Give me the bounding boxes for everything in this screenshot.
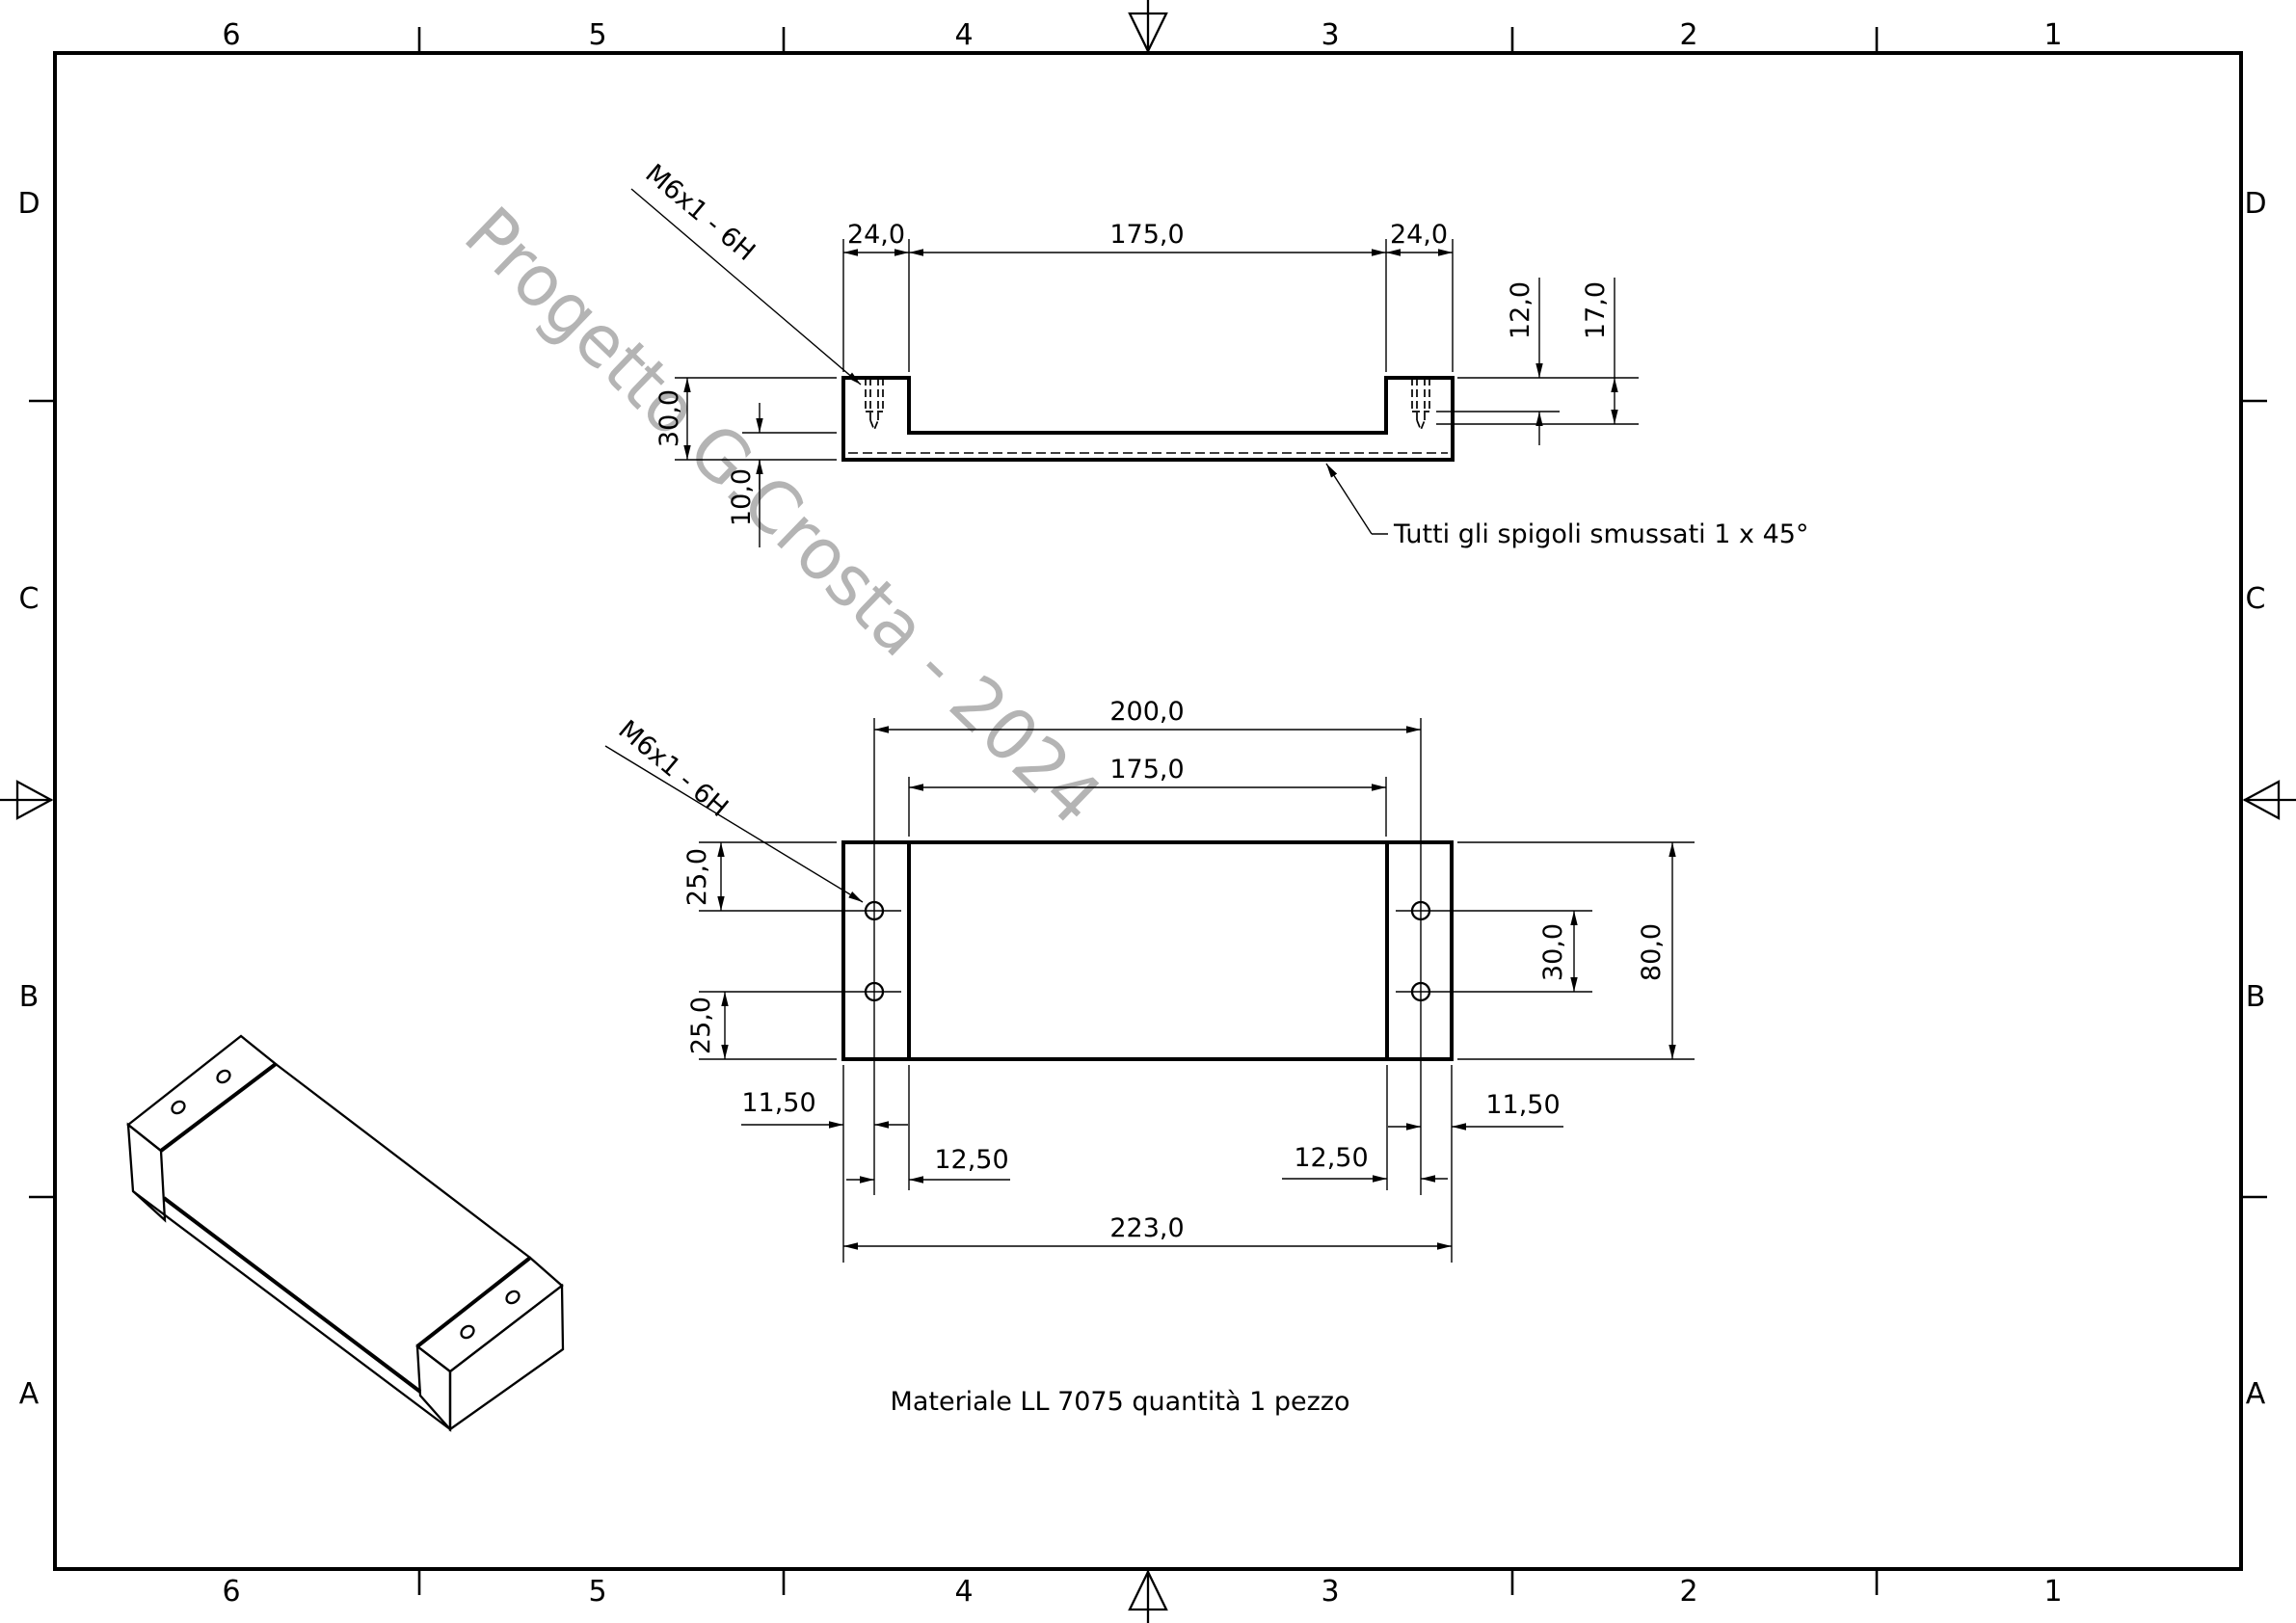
iso-hole-right-back	[505, 1290, 521, 1305]
hole-top-right	[1410, 900, 1431, 921]
zone-col-2-top: 2	[1679, 18, 1697, 52]
iso-right-block-top	[415, 1256, 564, 1373]
zone-col-4-bottom: 4	[954, 1575, 973, 1609]
iso-web-top-front-edge	[162, 1196, 422, 1394]
zone-col-2-bottom: 2	[1679, 1575, 1697, 1609]
iso-left-step-edge	[159, 1062, 278, 1153]
zone-row-D-left: D	[17, 187, 40, 221]
plan-dim-1250-left: 12,50	[846, 1065, 1010, 1190]
plan-dim-200: 200,0	[874, 697, 1421, 733]
zone-col-3-bottom: 3	[1321, 1575, 1339, 1609]
zone-row-A-left: A	[19, 1377, 40, 1411]
iso-right-block-side	[448, 1283, 565, 1432]
zone-row-C-left: C	[19, 582, 40, 616]
plan-dim-25-top: 25,0	[682, 841, 837, 911]
hole-bottom-left	[864, 981, 885, 1002]
centering-mark-left	[0, 780, 54, 820]
centering-mark-top	[1128, 0, 1168, 54]
dim-plan-1150-left: 11,50	[741, 1088, 815, 1118]
dim-plan-25-top: 25,0	[682, 848, 712, 906]
zone-col-5-top: 5	[588, 18, 606, 52]
front-height-dim: 30,0	[654, 377, 837, 461]
iso-left-block-top	[126, 1034, 278, 1153]
dim-front-24-right: 24,0	[1390, 220, 1448, 250]
plan-dim-175: 175,0	[908, 755, 1387, 837]
plan-dim-1150-right: 11,50	[1388, 1065, 1563, 1263]
zone-col-6-top: 6	[222, 18, 240, 52]
dim-front-12: 12,0	[1506, 281, 1535, 339]
plan-thread-callout-text: M6x1 - 6H	[613, 715, 734, 823]
dim-front-24-left: 24,0	[847, 220, 905, 250]
front-outline	[841, 376, 1455, 462]
hole-top-left	[864, 900, 885, 921]
dim-front-175: 175,0	[1109, 220, 1184, 250]
dim-plan-1150-right: 11,50	[1485, 1090, 1560, 1120]
zone-row-C-right: C	[2246, 582, 2266, 616]
dim-plan-175: 175,0	[1109, 755, 1184, 785]
zone-row-A-right: A	[2246, 1377, 2266, 1411]
iso-web-back-edge	[275, 1063, 531, 1259]
zone-col-5-bottom: 5	[588, 1575, 606, 1609]
dim-front-17: 17,0	[1581, 281, 1611, 339]
drawing-frame	[53, 51, 2243, 1571]
dim-plan-223: 223,0	[1109, 1213, 1184, 1243]
tapped-hole-left	[865, 378, 884, 433]
iso-hole-left-front	[171, 1100, 186, 1115]
zone-col-1-top: 1	[2043, 18, 2062, 52]
dim-plan-1250-right: 12,50	[1294, 1143, 1368, 1173]
tapped-hole-right	[1411, 378, 1430, 433]
iso-web-bottom-front-edge	[132, 1190, 451, 1430]
centering-mark-right	[2242, 780, 2296, 820]
plan-dim-1250-right: 12,50	[1282, 1065, 1448, 1190]
plan-thread-callout: M6x1 - 6H	[604, 715, 864, 903]
dim-front-10: 10,0	[727, 468, 757, 526]
iso-left-block-front	[126, 1122, 167, 1223]
centering-mark-bottom	[1128, 1569, 1168, 1623]
hole-bottom-right	[1410, 981, 1431, 1002]
chamfer-note-text: Tutti gli spigoli smussati 1 x 45°	[1393, 519, 1808, 549]
front-thread-callout-text: M6x1 - 6H	[640, 159, 761, 267]
watermark: Progetto G.Crosta - 2024	[448, 192, 1116, 840]
zone-col-3-top: 3	[1321, 18, 1339, 52]
zone-col-1-bottom: 1	[2043, 1575, 2062, 1609]
plan-dim-80: 80,0	[1457, 841, 1695, 1060]
plan-dim-1150-left: 11,50	[741, 1065, 908, 1263]
plan-outline	[841, 840, 1454, 1061]
dim-plan-25-bottom: 25,0	[686, 997, 716, 1054]
dim-plan-30: 30,0	[1538, 923, 1568, 981]
plan-dim-30: 30,0	[1538, 911, 1578, 992]
zone-row-D-right: D	[2244, 187, 2266, 221]
dim-plan-80: 80,0	[1637, 923, 1667, 981]
zone-col-6-bottom: 6	[222, 1575, 240, 1609]
iso-hole-left-back	[216, 1069, 231, 1084]
front-base-dim: 10,0	[727, 403, 837, 547]
dim-plan-200: 200,0	[1109, 697, 1184, 727]
material-note: Materiale LL 7075 quantità 1 pezzo	[891, 1387, 1350, 1417]
iso-hole-right-front	[460, 1324, 475, 1340]
plan-dim-223: 223,0	[843, 1213, 1452, 1250]
dim-front-30: 30,0	[654, 389, 684, 447]
zone-row-B-left: B	[19, 980, 40, 1014]
plan-dim-25-bottom: 25,0	[686, 992, 837, 1060]
isometric-view	[126, 1034, 565, 1433]
watermark-text: Progetto G.Crosta - 2024	[448, 192, 1116, 840]
dim-plan-1250-left: 12,50	[934, 1145, 1008, 1175]
iso-right-step-edge	[415, 1256, 532, 1348]
front-top-dims: 24,0 175,0 24,0	[842, 220, 1454, 372]
zone-col-4-top: 4	[954, 18, 973, 52]
chamfer-note: Tutti gli spigoli smussati 1 x 45°	[1325, 463, 1808, 549]
zone-row-B-right: B	[2246, 980, 2266, 1014]
top-view: 200,0 175,0 25,0 25,0 30,0	[604, 697, 1695, 1263]
front-depth-dims: 12,0 17,0	[1436, 278, 1639, 445]
